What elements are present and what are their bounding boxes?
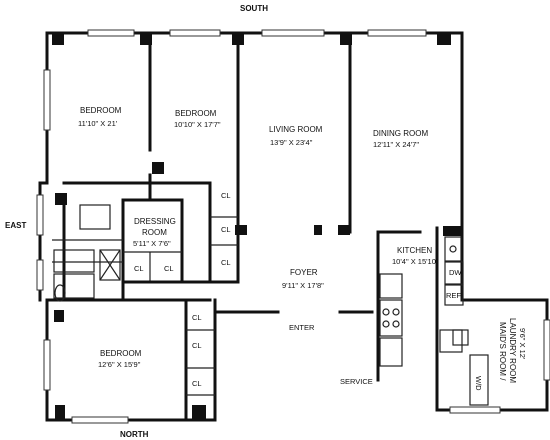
compass-south: SOUTH: [240, 4, 268, 13]
room-foyer: FOYER 9'11" X 17'8": [282, 268, 324, 290]
dressing-room-label-2: ROOM: [142, 228, 167, 237]
maids-room-label-2: LAUNDRY ROOM: [508, 318, 517, 383]
room-dressing: DRESSING ROOM 5'11" X 7'6": [133, 217, 176, 248]
foyer-dims: 9'11" X 17'8": [282, 281, 324, 290]
maids-room-label-1: MAID'S ROOM /: [498, 322, 507, 381]
closet-label: CL: [192, 341, 202, 350]
enter-label: ENTER: [289, 323, 315, 332]
room-maids: MAID'S ROOM / LAUNDRY ROOM 9'6" X 12': [498, 318, 527, 383]
bedroom-3-label: BEDROOM: [100, 349, 142, 358]
service-label: SERVICE: [340, 377, 373, 386]
dining-room-label: DINING ROOM: [373, 129, 428, 138]
foyer-label: FOYER: [290, 268, 318, 277]
closet-label: CL: [221, 258, 231, 267]
dining-room-dims: 12'11" X 24'7": [373, 140, 419, 149]
closet-label: CL: [164, 264, 174, 273]
refrigerator-label: REF: [446, 291, 461, 300]
dishwasher-label: DW: [449, 268, 462, 277]
room-living: LIVING ROOM 13'9" X 23'4": [269, 125, 323, 147]
closet-labels: CL CL CL CL CL CL CL CL: [134, 191, 231, 388]
bedroom-1-dims: 11'10" X 21': [78, 119, 118, 128]
room-bedroom-2: BEDROOM 10'10" X 17'7": [174, 109, 221, 129]
dressing-room-label-1: DRESSING: [134, 217, 176, 226]
closet-label: CL: [134, 264, 144, 273]
dressing-room-dims: 5'11" X 7'6": [133, 239, 171, 248]
bathroom-fixtures: [53, 204, 121, 302]
living-room-label: LIVING ROOM: [269, 125, 323, 134]
bedroom-2-dims: 10'10" X 17'7": [174, 120, 221, 129]
closet-label: CL: [192, 379, 202, 388]
closet-label: CL: [192, 313, 202, 322]
compass-east: EAST: [5, 221, 26, 230]
maids-room-dims: 9'6" X 12': [518, 328, 527, 360]
closet-label: CL: [221, 225, 231, 234]
room-bedroom-1: BEDROOM 11'10" X 21': [78, 106, 122, 128]
compass-north: NORTH: [120, 430, 149, 439]
closet-label: CL: [221, 191, 231, 200]
kitchen-fixtures: [379, 236, 489, 406]
interior-walls: [45, 31, 422, 422]
living-room-dims: 13'9" X 23'4": [270, 138, 313, 147]
kitchen-label: KITCHEN: [397, 246, 432, 255]
room-dining: DINING ROOM 12'11" X 24'7": [373, 129, 428, 149]
windows: [36, 29, 550, 424]
kitchen-dims: 10'4" X 15'10": [392, 257, 439, 266]
room-kitchen: KITCHEN 10'4" X 15'10": [392, 246, 439, 266]
bedroom-3-dims: 12'6" X 15'9": [98, 360, 141, 369]
room-bedroom-3: BEDROOM 12'6" X 15'9": [98, 349, 142, 369]
bedroom-1-label: BEDROOM: [80, 106, 122, 115]
bedroom-2-label: BEDROOM: [175, 109, 217, 118]
washer-dryer-label: W/D: [474, 376, 483, 391]
